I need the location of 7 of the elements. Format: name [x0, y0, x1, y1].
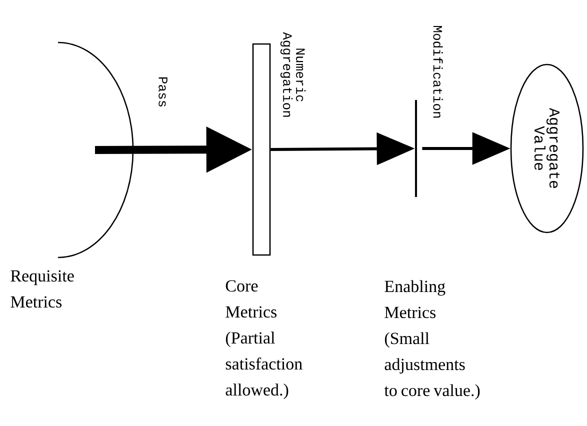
metric-caption: Core Metrics (Partial satisfaction allowed.) [226, 280, 302, 400]
edge-label: Modification [433, 26, 443, 118]
edge-label: Pass [158, 77, 168, 107]
metric-caption: Enabling Metrics (Small adjustments to core value.) [384, 280, 480, 400]
edge-label: Numeric Aggregation [280, 32, 306, 117]
vertical-line [415, 100, 417, 197]
metric-caption: Requisite Metrics [10, 270, 74, 308]
